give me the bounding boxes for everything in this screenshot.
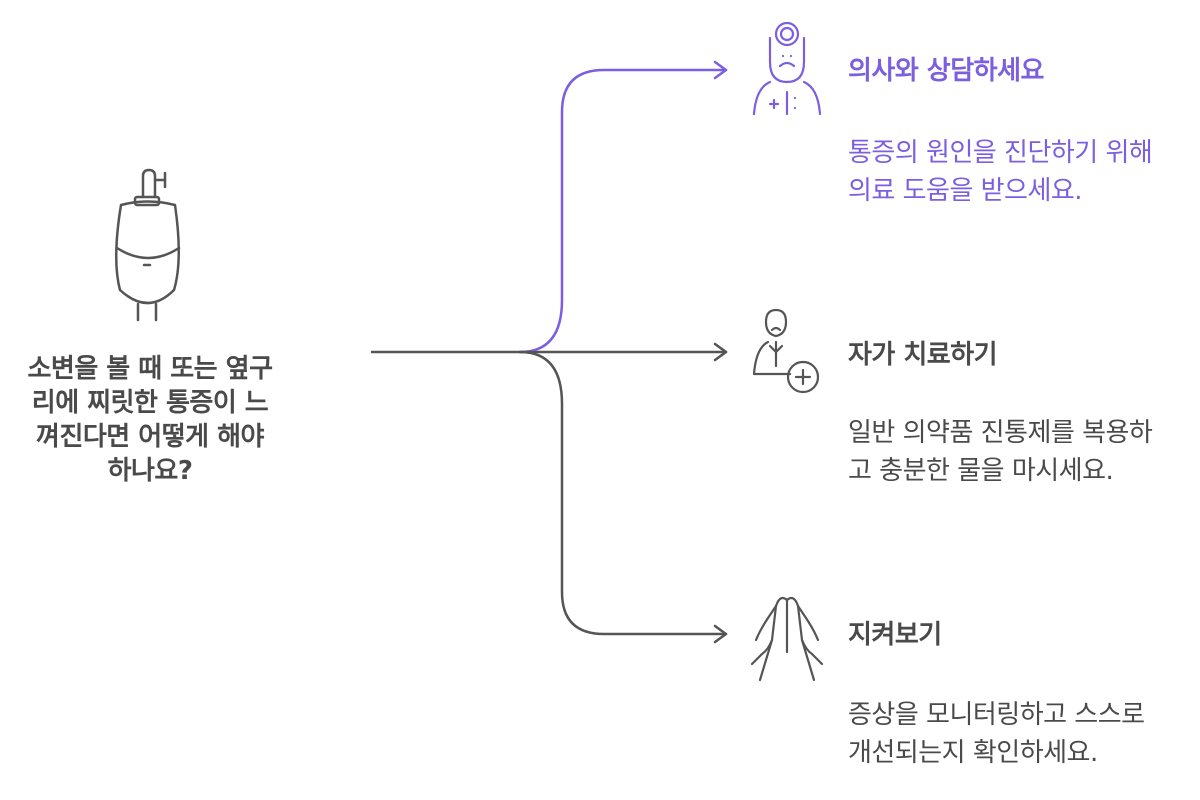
option-desc-watch: 증상을 모니터링하고 스스로 개선되는지 확인하세요. (848, 696, 1188, 772)
question-line: 껴진다면 어떻게 해야 (36, 422, 264, 452)
central-question: 소변을 볼 때 또는 옆구 리에 찌릿한 통증이 느 껴진다면 어떻게 해야 하… (12, 352, 288, 488)
self-care-icon (752, 308, 820, 394)
doctor-icon (752, 21, 822, 116)
branch-line-1 (518, 68, 728, 354)
desc-line: 개선되는지 확인하세요. (848, 738, 1098, 768)
branch-line-3 (518, 350, 728, 636)
desc-line: 일반 의약품 진통제를 복용하 (848, 418, 1153, 448)
question-line: 소변을 볼 때 또는 옆구 (27, 354, 274, 384)
desc-line: 의료 도움을 받으세요. (848, 176, 1083, 206)
option-desc-self-care: 일반 의약품 진통제를 복용하 고 충분한 물을 마시세요. (848, 414, 1188, 490)
urinal-icon (115, 168, 181, 322)
arrow-3 (713, 624, 728, 644)
option-title-watch: 지켜보기 (848, 620, 942, 650)
arrow-1 (713, 60, 728, 80)
option-desc-consult-doctor: 통증의 원인을 진단하기 위해 의료 도움을 받으세요. (848, 134, 1188, 210)
desc-line: 고 충분한 물을 마시세요. (848, 456, 1114, 486)
desc-line: 증상을 모니터링하고 스스로 (848, 700, 1145, 730)
desc-line: 통증의 원인을 진단하기 위해 (848, 138, 1153, 168)
option-title-consult-doctor: 의사와 상담하세요 (848, 56, 1044, 86)
arrow-2 (713, 342, 728, 362)
connectors (370, 60, 728, 644)
praying-hands-icon (750, 596, 824, 682)
question-line: 하나요? (107, 456, 193, 486)
question-line: 리에 찌릿한 통증이 느 (31, 388, 269, 418)
option-title-self-care: 자가 치료하기 (848, 340, 998, 370)
